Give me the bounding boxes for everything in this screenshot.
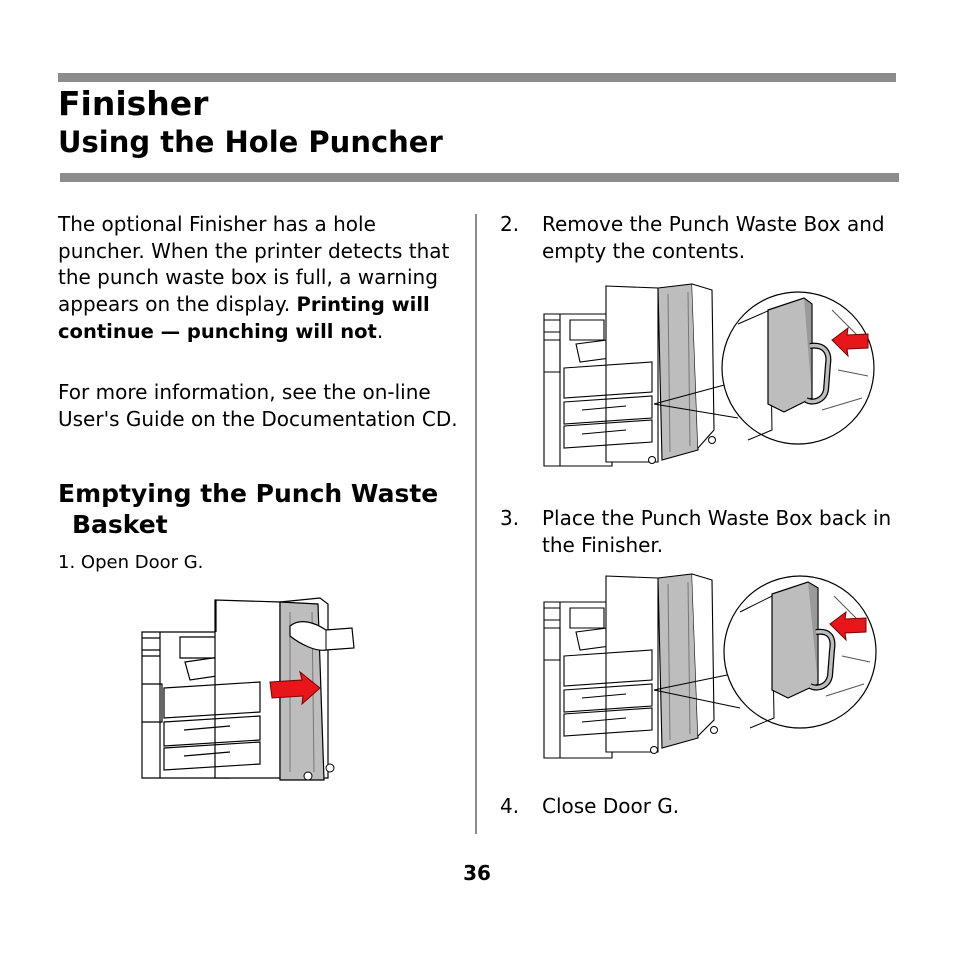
replace-waste-box-illustration [543,573,877,759]
more-info-paragraph: For more information, see the on-line Us… [58,380,458,431]
section-heading-line1: Emptying the Punch Waste [58,479,439,508]
step-4-text: Close Door G. [542,794,680,818]
intro-text: The optional Finisher has a hole puncher… [58,212,450,316]
step-1-text: Open Door G. [80,552,204,573]
header-rule-top [58,73,896,82]
step-2-number: 2. [500,212,520,236]
intro-paragraph: The optional Finisher has a hole puncher… [58,211,458,346]
step-1-number: 1. [58,552,76,573]
remove-waste-box-illustration [543,283,875,467]
column-divider [475,214,477,834]
step-4: 4. Close Door G. [500,793,900,820]
step-3: 3. Place the Punch Waste Box back in the… [500,505,900,558]
step-2: 2. Remove the Punch Waste Box and empty … [500,211,900,264]
section-heading-line2: Basket [72,510,168,539]
page-title: Finisher [58,84,209,123]
intro-bold-text: Printing will continue — punching will n… [58,292,430,344]
header-rule-bottom [60,173,899,182]
step-2-text: Remove the Punch Waste Box and empty the… [542,212,885,263]
step-3-text: Place the Punch Waste Box back in the Fi… [542,506,892,557]
step-1: 1. Open Door G. [58,551,203,575]
intro-period: . [376,319,384,343]
step-4-number: 4. [500,794,520,818]
step-3-number: 3. [500,506,520,530]
open-door-illustration [141,597,355,781]
page-subtitle: Using the Hole Puncher [58,125,443,159]
page-number: 36 [463,861,491,885]
